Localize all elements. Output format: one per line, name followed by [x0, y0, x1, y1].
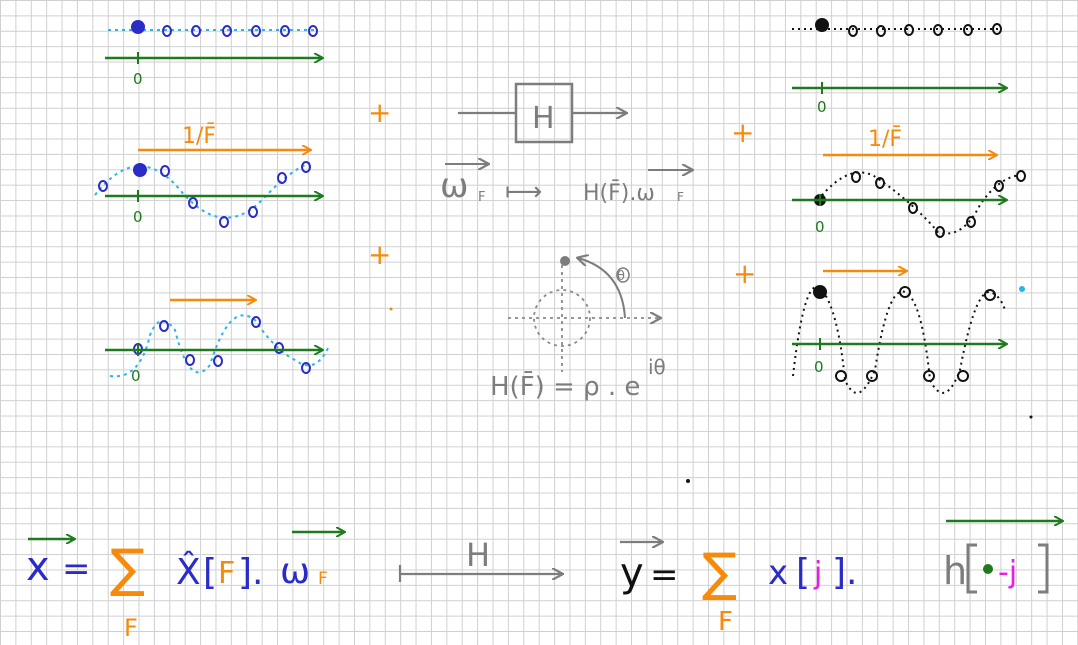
- left-signal-slow-wave: 1/F̄ 0: [94, 123, 322, 228]
- x-hat: X̂: [176, 550, 201, 593]
- maps-to-arrow: ⟼: [505, 177, 542, 207]
- svg-text:0: 0: [133, 208, 143, 226]
- index-j: j: [813, 556, 822, 591]
- svg-text:=: =: [62, 549, 91, 589]
- input-decomposition-equation: x = ∑ F X̂ [ F ]. ω F: [26, 532, 344, 642]
- x-vector: x: [26, 544, 50, 590]
- svg-text:1/F̄: 1/F̄: [868, 126, 902, 152]
- phasor-point: [560, 256, 570, 266]
- svg-text:0: 0: [814, 358, 824, 376]
- h-omega-expression: H(F̄).ω: [583, 180, 655, 206]
- svg-text:x: x: [768, 553, 788, 593]
- axis-zero-label: 0: [133, 70, 143, 88]
- impulse-response-h: h: [943, 549, 967, 593]
- eigen-relation: ω F ⟼ H(F̄).ω F: [440, 164, 692, 207]
- period-label: 1/F̄: [182, 123, 216, 149]
- svg-text:].: ].: [238, 552, 264, 593]
- svg-text:F: F: [718, 607, 733, 637]
- sum-symbol: ∑: [110, 539, 145, 599]
- svg-text:H: H: [466, 536, 490, 574]
- plus-sign: +: [731, 116, 754, 149]
- svg-text:F: F: [318, 569, 328, 589]
- svg-text:[: [: [796, 552, 810, 593]
- right-signal-constant: 0: [792, 18, 1006, 116]
- svg-text:F: F: [124, 614, 138, 642]
- unit-circle-diagram: θ H(F̄) = ρ . e iθ: [490, 256, 666, 402]
- theta-label: θ: [617, 269, 625, 284]
- y-vector: y: [620, 550, 644, 596]
- svg-text:].: ].: [832, 552, 858, 593]
- svg-text:=: =: [650, 555, 679, 595]
- svg-text:0: 0: [817, 98, 827, 116]
- shift-dot: [983, 564, 993, 574]
- filter-block: H: [458, 82, 626, 144]
- omega-basis: ω: [280, 551, 310, 592]
- right-signal-slow-wave: 1/F̄ 0: [792, 126, 1026, 238]
- omega-symbol: ω: [440, 166, 468, 206]
- system-map-arrow: H: [398, 536, 562, 582]
- filter-label: H: [532, 101, 555, 136]
- plus-sign: +: [368, 238, 391, 271]
- svg-text:0: 0: [131, 367, 141, 385]
- left-signal-constant: 0: [105, 20, 322, 88]
- polar-form-equation: H(F̄) = ρ . e: [490, 370, 640, 402]
- sample-point: [131, 20, 145, 34]
- svg-text:0: 0: [815, 218, 825, 236]
- plus-sign: +: [733, 257, 756, 290]
- sum-symbol: ∑: [702, 543, 737, 603]
- svg-text:F: F: [677, 190, 684, 204]
- svg-text:F: F: [478, 190, 485, 205]
- svg-text:iθ: iθ: [648, 355, 666, 379]
- left-signal-fast-wave: 0: [105, 300, 329, 385]
- svg-text:[: [: [203, 552, 217, 593]
- plus-sign: +: [368, 96, 391, 129]
- svg-text:-j: -j: [998, 555, 1017, 590]
- svg-text:F: F: [218, 556, 235, 591]
- output-decomposition-equation: y = ∑ F x [ j ]. h -j: [620, 521, 1062, 637]
- right-signal-fast-wave: 0: [792, 271, 1006, 394]
